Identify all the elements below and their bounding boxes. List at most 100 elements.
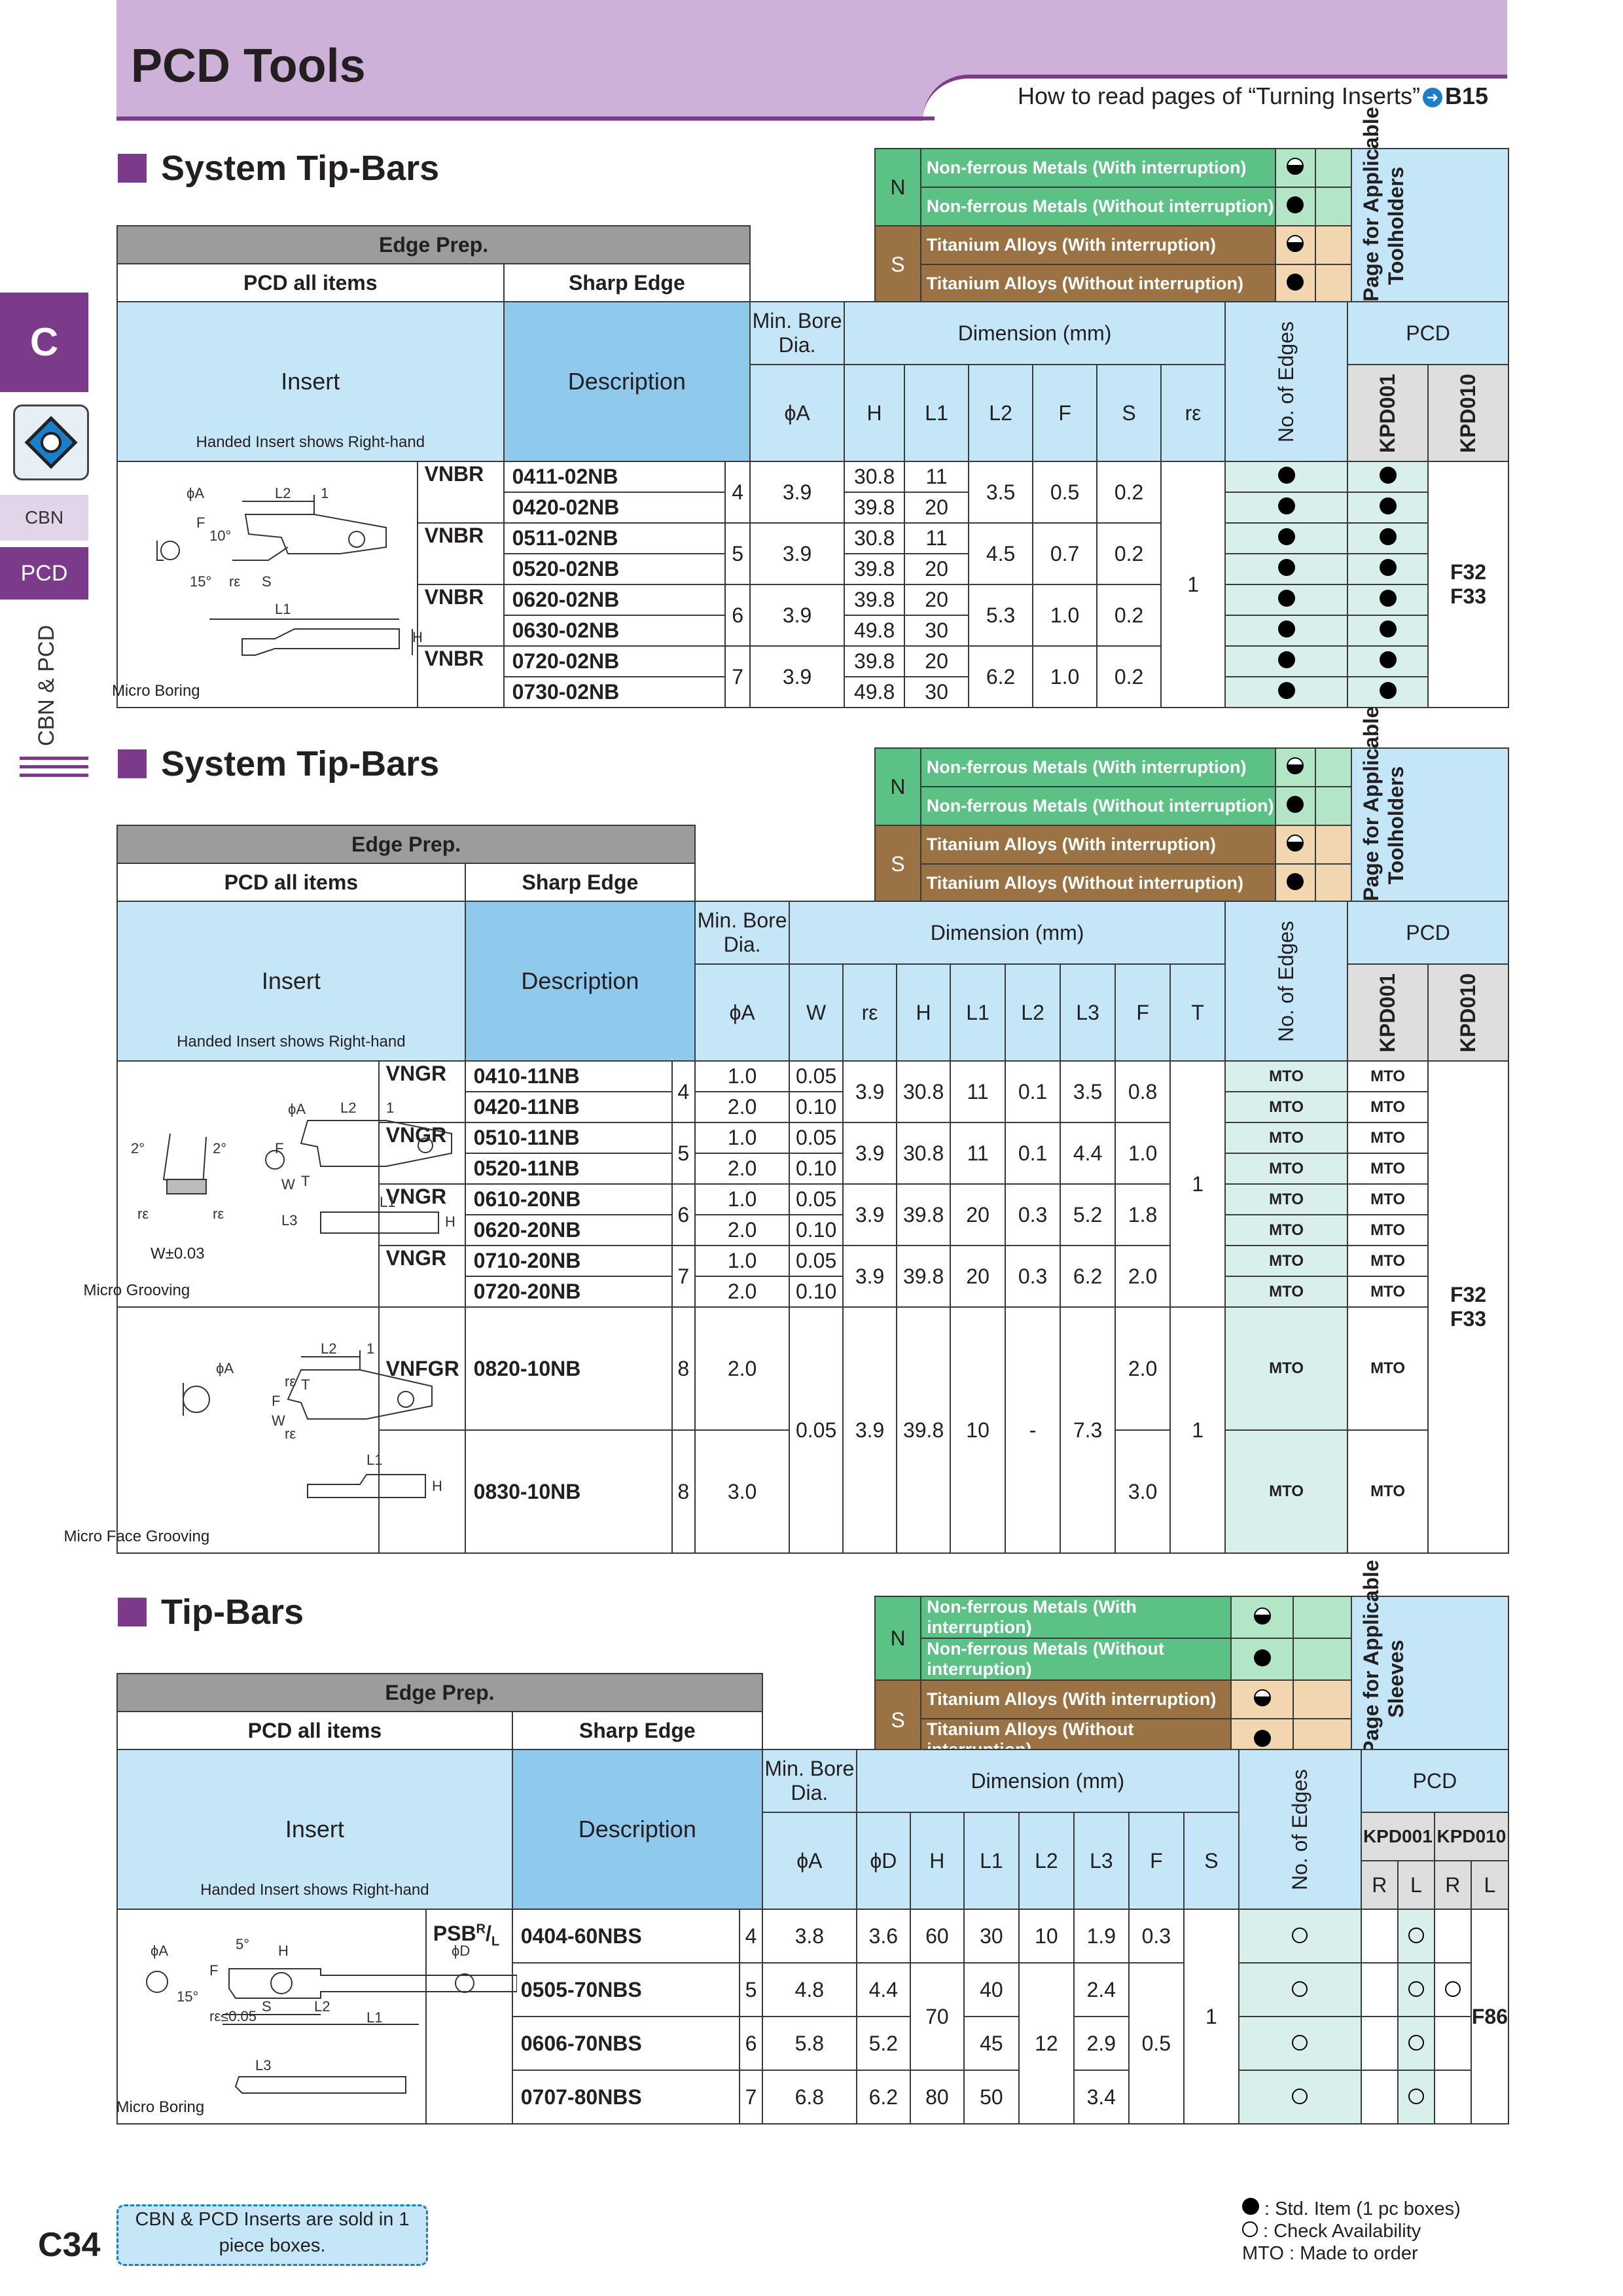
svg-text:1: 1 xyxy=(366,1340,374,1357)
half-dot-icon xyxy=(1287,834,1304,852)
edges-cell: 1 xyxy=(1169,1306,1226,1554)
col-f: F xyxy=(1032,364,1098,462)
edges-header: No. of Edges xyxy=(1238,1749,1362,1910)
cell: 2.0 xyxy=(694,1214,791,1246)
cell: 12 xyxy=(1018,1962,1075,2125)
cell: 2.0 xyxy=(1115,1245,1171,1308)
mto-cell: MTO xyxy=(1224,1122,1349,1154)
code-cell: 0707-80NBS xyxy=(511,2070,741,2125)
tab-vertical-label: CBN & PCD xyxy=(34,624,59,746)
tab-cbn[interactable]: CBN xyxy=(0,495,88,541)
cell: 7 xyxy=(739,2070,763,2125)
edge-prep-header: Edge Prep. xyxy=(116,225,751,264)
material-row: Non-ferrous Metals (Without interruption… xyxy=(920,1638,1232,1681)
type-cell: VNBR xyxy=(416,461,505,524)
code-cell: 0710-20NB xyxy=(464,1245,673,1277)
cell: 0.05 xyxy=(789,1122,844,1154)
col-l1: L1 xyxy=(950,963,1007,1062)
cell: 2.0 xyxy=(694,1091,791,1123)
material-row: Non-ferrous Metals (With interruption) xyxy=(919,148,1276,188)
cell: 11 xyxy=(904,461,970,493)
edge-prep-header: Edge Prep. xyxy=(116,1673,763,1712)
cell: 6 xyxy=(739,2016,763,2071)
cell: 0.3 xyxy=(1005,1183,1061,1246)
col-re: rε xyxy=(1160,364,1226,462)
cell: 0.2 xyxy=(1096,584,1162,647)
cell: 30 xyxy=(963,1909,1020,1964)
cell: 39.8 xyxy=(896,1245,952,1308)
cell: 1.0 xyxy=(1032,645,1098,708)
cell: 39.8 xyxy=(844,645,906,677)
hand-r: R xyxy=(1433,1860,1472,1910)
grade-kpd010: KPD010 xyxy=(1427,963,1509,1062)
chapter-tab[interactable]: C xyxy=(0,293,88,392)
cell: 3.9 xyxy=(842,1122,898,1185)
hand-l: L xyxy=(1470,1860,1510,1910)
svg-text:F: F xyxy=(272,1393,280,1409)
col-l2: L2 xyxy=(1018,1812,1075,1910)
cell: 5 xyxy=(671,1122,696,1185)
material-n-label: N xyxy=(874,747,921,826)
dot-icon xyxy=(1379,467,1397,484)
col-l1: L1 xyxy=(904,364,970,462)
col-re: rε xyxy=(842,963,898,1062)
svg-text:F: F xyxy=(209,1962,218,1979)
svg-text:L3: L3 xyxy=(281,1212,297,1229)
dot-icon xyxy=(1379,559,1397,576)
legend: : Std. Item (1 pc boxes) : Check Availab… xyxy=(1242,2198,1461,2264)
type-cell: PSBR/L xyxy=(425,1909,513,2125)
cell: 4 xyxy=(739,1909,763,1964)
mto-cell: MTO xyxy=(1224,1183,1349,1215)
svg-text:ϕD: ϕD xyxy=(452,1943,470,1959)
code-cell: 0420-11NB xyxy=(464,1091,673,1123)
svg-text:rε: rε xyxy=(213,1206,224,1222)
svg-text:L2: L2 xyxy=(321,1340,336,1357)
material-row: Non-ferrous Metals (With interruption) xyxy=(920,1596,1232,1639)
header-rule xyxy=(116,117,935,120)
code-cell: 0606-70NBS xyxy=(511,2016,741,2071)
svg-text:1: 1 xyxy=(321,485,329,501)
dot-icon xyxy=(1277,497,1295,514)
svg-text:ϕA: ϕA xyxy=(187,485,204,501)
svg-text:L2: L2 xyxy=(275,485,291,501)
cell: 0.1 xyxy=(1005,1060,1061,1123)
type-cell: VNGR xyxy=(378,1183,466,1246)
howto-link[interactable]: How to read pages of “Turning Inserts”➜B… xyxy=(1018,82,1488,109)
dot-icon xyxy=(1379,497,1397,514)
page-ref-cell[interactable]: F86 xyxy=(1470,1909,1510,2125)
cell: 1.0 xyxy=(694,1183,791,1215)
material-row: Non-ferrous Metals (Without interruption… xyxy=(919,187,1276,226)
col-l3: L3 xyxy=(1073,1812,1130,1910)
dot-icon xyxy=(1379,590,1397,607)
mto-cell: MTO xyxy=(1224,1306,1349,1431)
cell: 6 xyxy=(724,584,751,647)
cell: 10 xyxy=(950,1306,1007,1554)
min-bore-header: Min. Bore Dia. xyxy=(761,1749,857,1813)
cell: 20 xyxy=(904,584,970,616)
cell: 3.0 xyxy=(694,1429,791,1554)
cell: 3.0 xyxy=(1115,1429,1171,1554)
material-row: Titanium Alloys (With interruption) xyxy=(920,1679,1232,1719)
cell: 3.5 xyxy=(968,461,1034,524)
cell: 3.9 xyxy=(842,1060,898,1123)
svg-text:L1: L1 xyxy=(366,1452,382,1468)
col-h: H xyxy=(844,364,906,462)
mto-cell: MTO xyxy=(1347,1276,1429,1308)
material-row: Titanium Alloys (With interruption) xyxy=(919,825,1276,865)
cell: 4 xyxy=(671,1060,696,1123)
cell: 0.1 xyxy=(1005,1122,1061,1185)
dimension-header: Dimension (mm) xyxy=(855,1749,1240,1813)
svg-text:F: F xyxy=(275,1140,283,1157)
pcd-all-header: PCD all items xyxy=(116,1711,513,1750)
svg-text:15°: 15° xyxy=(177,1988,198,2005)
tab-pcd[interactable]: PCD xyxy=(0,547,88,600)
cell: 5 xyxy=(739,1962,763,2017)
cell: 1.0 xyxy=(1115,1122,1171,1185)
